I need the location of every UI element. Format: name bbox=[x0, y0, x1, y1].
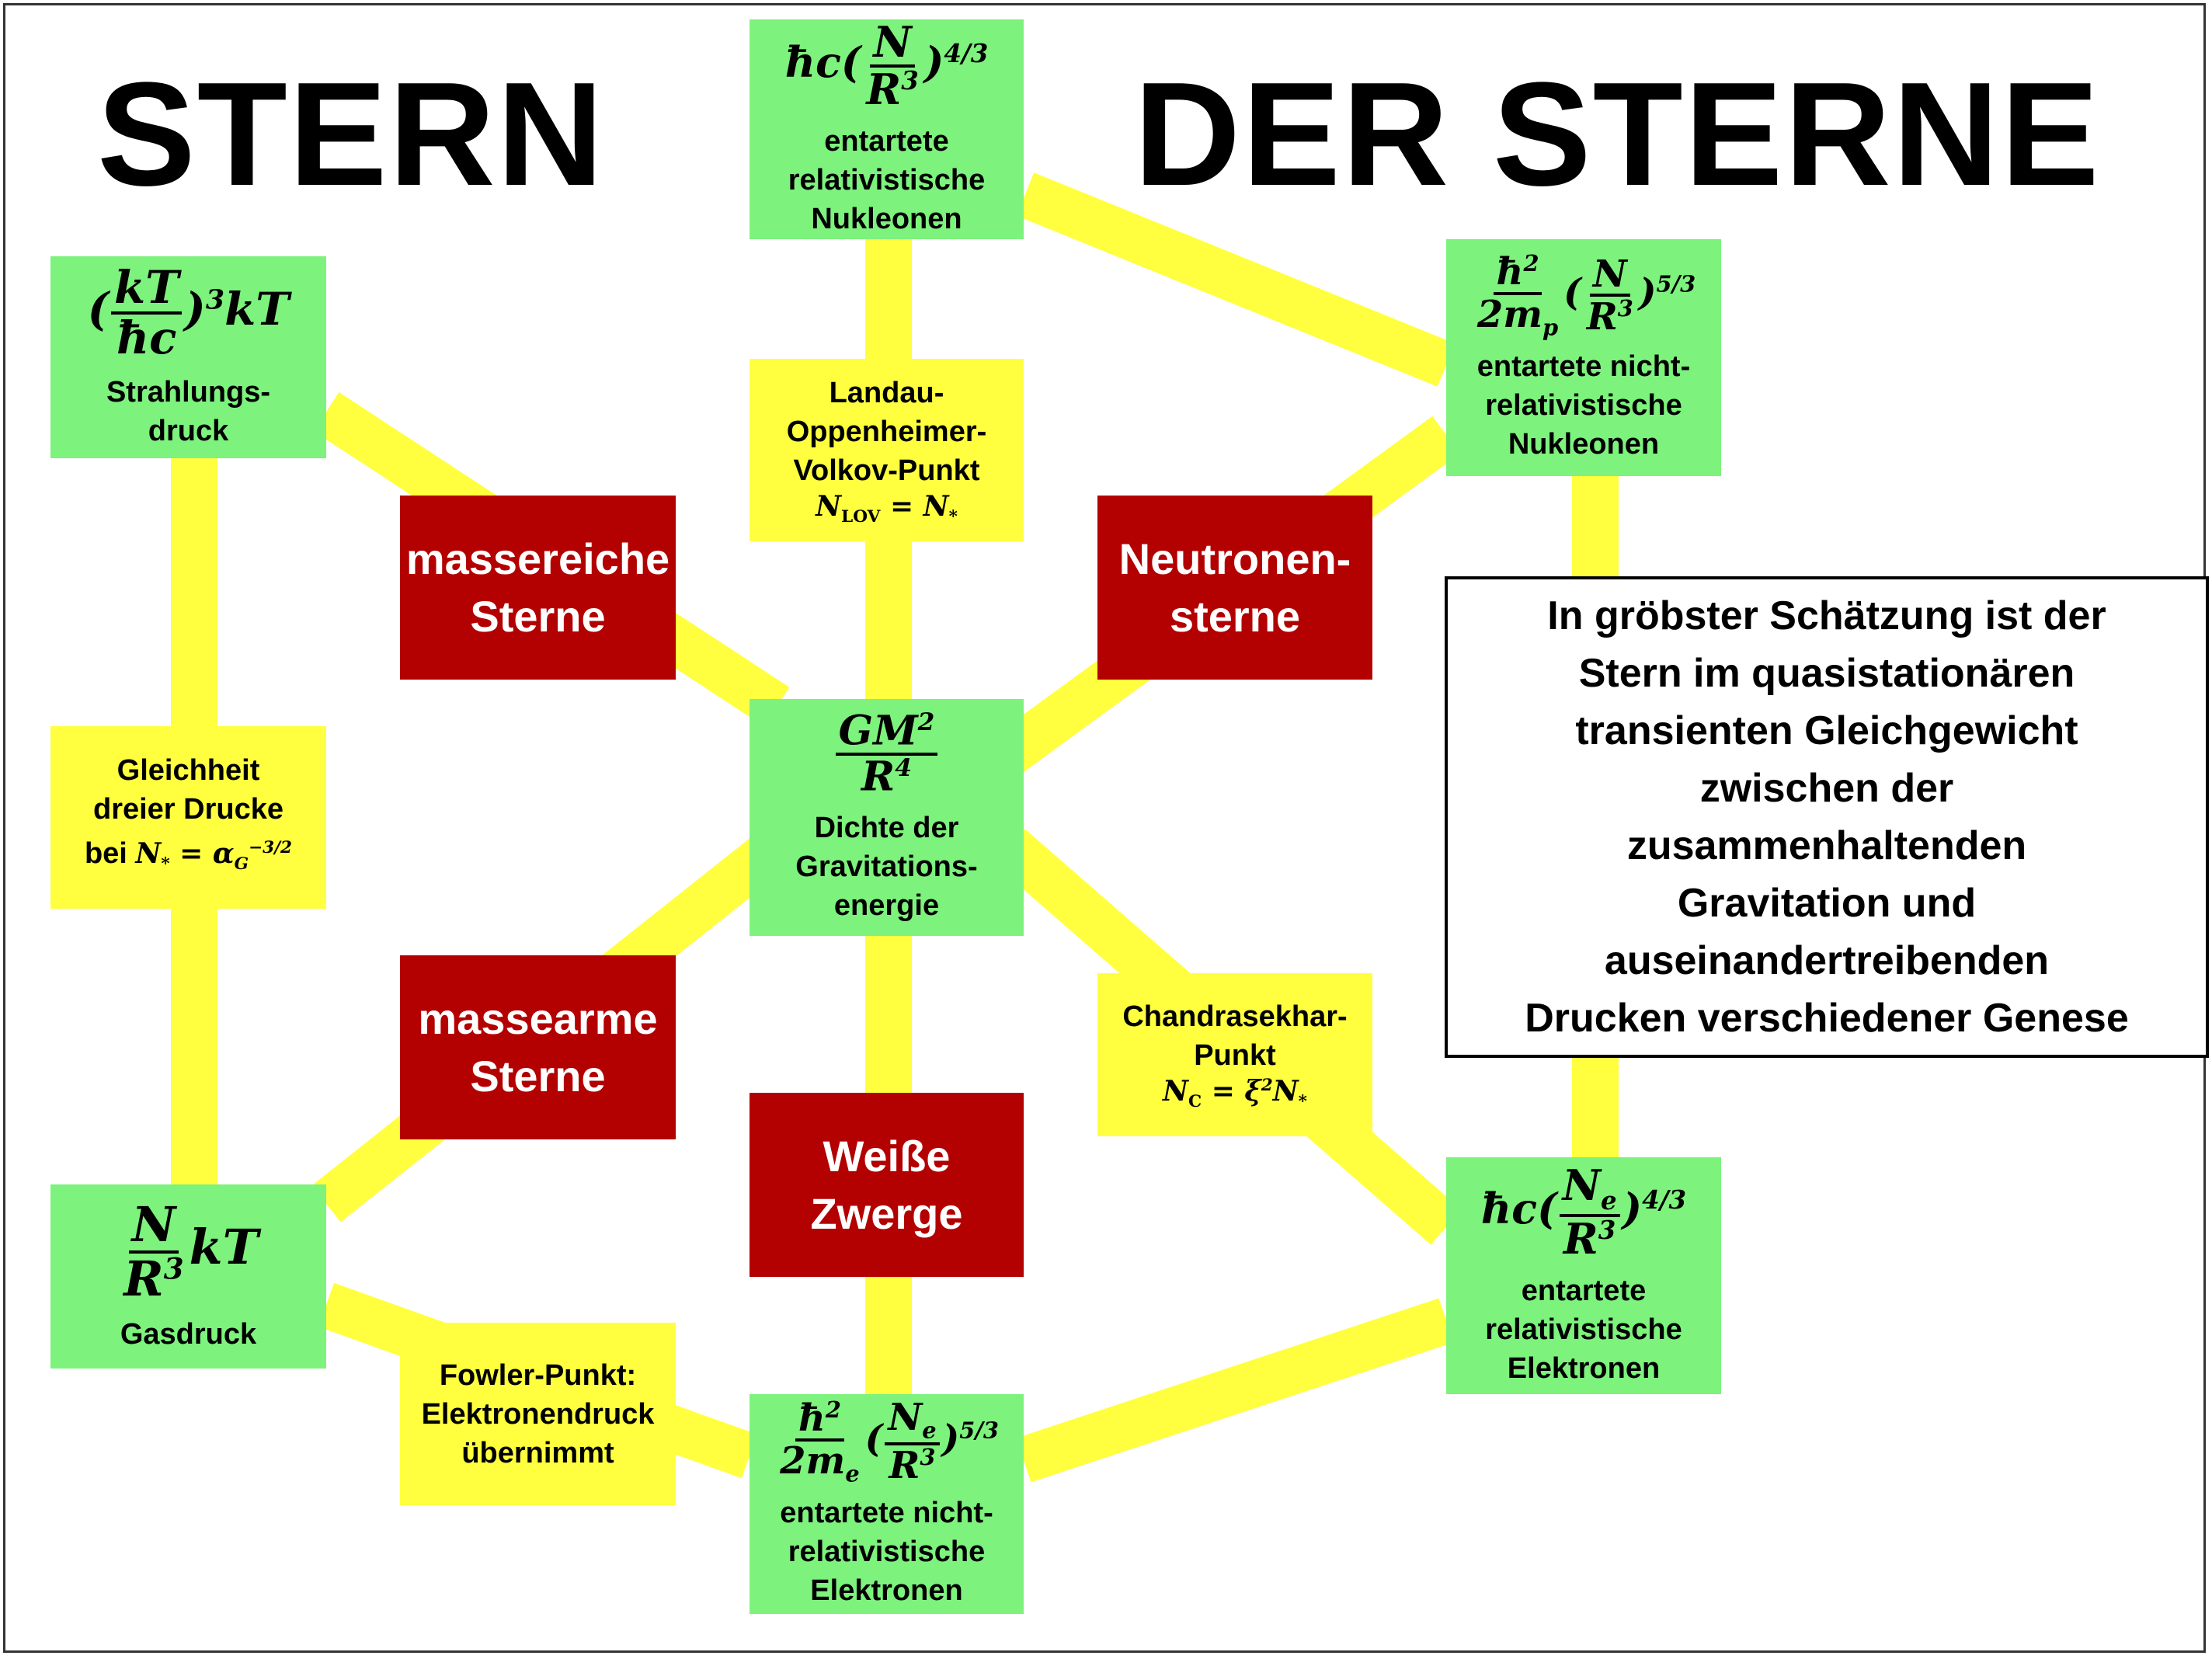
label-rel-electrons: entartete relativistische Elektronen bbox=[1485, 1275, 1682, 1386]
link-rel-nucleons-to-nonrel-nucleons bbox=[1016, 172, 1456, 387]
formula-lov: NLOV = N* bbox=[816, 489, 958, 527]
label-gas: Gasdruck bbox=[120, 1317, 257, 1351]
link-nonrel-electrons-to-rel-electrons bbox=[1016, 1298, 1454, 1483]
label-rel-nucleons: entartete relativistische Nukleonen bbox=[788, 125, 986, 236]
label-three-pressures-prefix: bei bbox=[84, 836, 127, 870]
label-massive-stars: massereiche Sterne bbox=[405, 534, 670, 641]
transition-fowler-point: Fowler-Punkt: Elektronendruck übernimmt bbox=[400, 1323, 676, 1505]
label-radiation: Strahlungs- druck bbox=[106, 375, 271, 447]
label-white-dwarfs: Weiße Zwerge bbox=[810, 1131, 963, 1238]
label-lov: Landau- Oppenheimer- Volkov-Punkt bbox=[786, 376, 987, 487]
formula-three-pressures: N* = αG−3/2 bbox=[135, 836, 293, 875]
label-nonrel-nucleons: entartete nicht- relativistische Nukleon… bbox=[1476, 350, 1691, 461]
label-nonrel-electrons: entartete nicht- relativistische Elektro… bbox=[780, 1496, 993, 1607]
star-type-massive: massereiche Sterne bbox=[400, 496, 676, 680]
title-right: DER STERNE bbox=[1134, 52, 2101, 217]
label-three-pressures-2: dreier Drucke bbox=[92, 792, 283, 826]
label-fowler: Fowler-Punkt: Elektronendruck übernimmt bbox=[421, 1358, 655, 1469]
label-neutron-stars: Neutronen- sterne bbox=[1118, 534, 1351, 641]
formula-chandrasekhar: NC = ξ2N* bbox=[1163, 1075, 1307, 1112]
label-gravity: Dichte der Gravitations- energie bbox=[795, 812, 978, 923]
note-box: In gröbster Schätzung ist der Stern im q… bbox=[1445, 576, 2209, 1058]
transition-three-pressures: Gleichheit dreier Drucke bei N* = αG−3/2 bbox=[50, 726, 326, 909]
label-three-pressures-3: bei N* = αG−3/2 bbox=[85, 829, 292, 884]
transition-lov-point: Landau- Oppenheimer- Volkov-Punkt NLOV =… bbox=[750, 359, 1024, 541]
label-chandrasekhar: Chandrasekhar- Punkt bbox=[1122, 1000, 1348, 1073]
star-type-low-mass: massearme Sterne bbox=[400, 955, 676, 1139]
label-low-mass-stars: massearme Sterne bbox=[418, 993, 658, 1101]
star-type-neutron: Neutronen- sterne bbox=[1097, 496, 1372, 680]
title-left: STERN bbox=[97, 52, 605, 217]
label-three-pressures-1: Gleichheit bbox=[117, 753, 260, 787]
star-type-white-dwarfs: Weiße Zwerge bbox=[750, 1093, 1024, 1277]
transition-chandrasekhar-point: Chandrasekhar- Punkt NC = ξ2N* bbox=[1097, 973, 1372, 1136]
